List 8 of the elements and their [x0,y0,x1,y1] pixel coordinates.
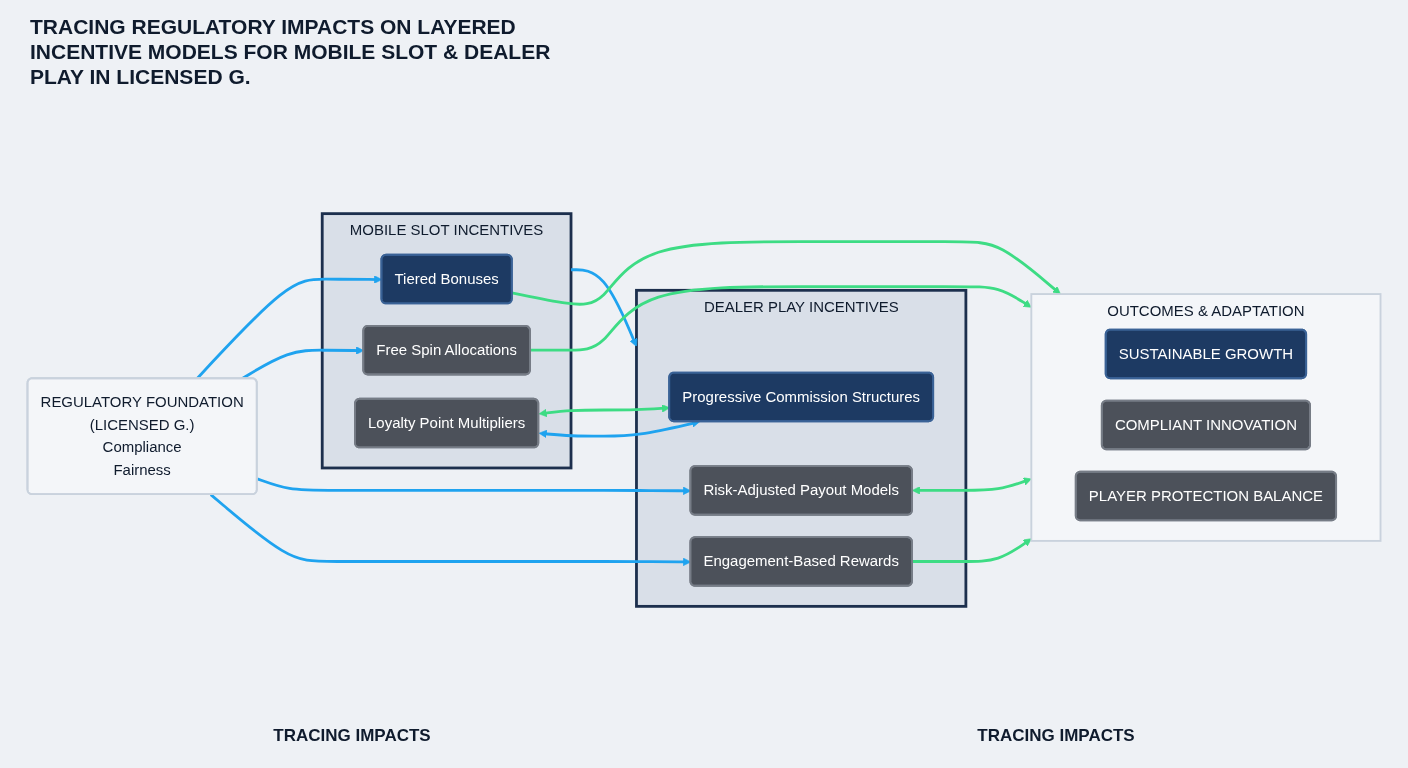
arrow [530,285,1032,352]
annotation-label: TRACING IMPACTS [977,726,1135,746]
diagram-title: TRACING REGULATORY IMPACTS ON LAYERED INCENTIVE MODELS FOR MOBILE SLOT & DEALER PLAY IN LICENSED G. [30,14,552,90]
arrow [912,538,1032,563]
arrow [911,477,1032,495]
arrow [571,268,638,347]
arrow [511,240,1061,306]
annotation-label: TRACING IMPACTS [273,726,431,746]
